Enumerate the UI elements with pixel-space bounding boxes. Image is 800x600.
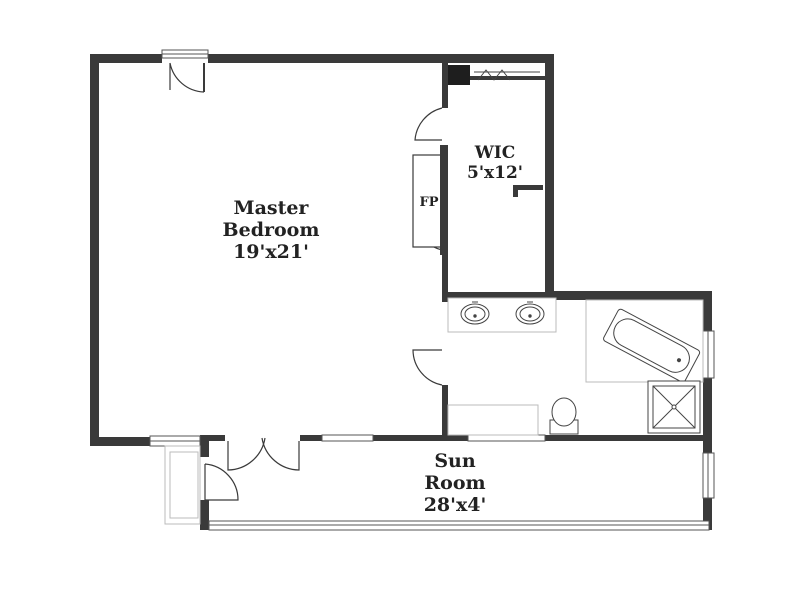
fireplace-outline xyxy=(412,154,446,248)
chimney-block xyxy=(448,65,470,85)
fireplace: FP xyxy=(412,145,448,255)
bath-fixtures xyxy=(447,297,704,436)
wall-sun-top-4 xyxy=(545,435,710,441)
door-sun-right xyxy=(261,437,300,471)
wall-sun-top-2 xyxy=(300,435,322,441)
door-bath xyxy=(412,349,443,386)
wic-name: WIC xyxy=(474,143,516,163)
door-sun-left xyxy=(227,437,266,471)
wic-dims: 5'x12' xyxy=(467,163,523,183)
wall-sun-right xyxy=(703,498,712,530)
wall-wic-right xyxy=(545,54,554,300)
wall-wic-bottom xyxy=(442,292,554,298)
bath-counter xyxy=(447,404,539,436)
wall-top-right xyxy=(208,54,554,63)
wall-left xyxy=(90,54,99,446)
room-labels: Master Bedroom 19'x21' WIC 5'x12' Sun Ro… xyxy=(223,143,523,516)
landing xyxy=(164,445,201,525)
wall-partition-low xyxy=(442,385,448,440)
wall-bath-right-lower xyxy=(703,378,712,453)
doors xyxy=(169,62,443,501)
wall-sun-top-3 xyxy=(373,435,468,441)
window-sun-top-1 xyxy=(321,434,374,442)
sun-room-name-1: Sun xyxy=(434,450,476,472)
master-bedroom-dims: 19'x21' xyxy=(233,241,309,263)
wall-partition-mid xyxy=(442,250,448,302)
wall-bedroom-bottom xyxy=(90,437,150,446)
sun-room-name-2: Room xyxy=(424,472,485,494)
wall-bath-top xyxy=(545,291,712,300)
wic-shelf-zigzag xyxy=(477,69,511,81)
door-top xyxy=(169,62,205,93)
wall-sun-left-lower xyxy=(200,500,209,530)
exterior-walls xyxy=(90,54,712,530)
window-sun-top-2 xyxy=(467,434,546,442)
door-wic-upper xyxy=(414,107,443,141)
wall-sun-top-1 xyxy=(200,435,225,441)
master-bedroom-name-2: Bedroom xyxy=(223,219,320,241)
door-exterior xyxy=(204,463,239,501)
sun-room-dims: 28'x4' xyxy=(424,494,487,516)
interior-walls xyxy=(200,63,710,441)
wall-sun-left-upper xyxy=(200,437,209,457)
wall-top-left xyxy=(90,54,162,63)
exterior-landing xyxy=(164,445,201,525)
fireplace-label: FP xyxy=(419,195,438,210)
wic-fixtures xyxy=(448,65,540,85)
wall-partition-top xyxy=(442,63,448,108)
toilet-bowl xyxy=(551,397,577,427)
master-bedroom-name-1: Master xyxy=(234,197,310,219)
wall-bath-right-upper xyxy=(703,291,712,331)
windows xyxy=(149,49,715,531)
wall-wic-top-inner xyxy=(448,76,545,80)
wall-wic-stub-v xyxy=(513,185,518,197)
wall-wic-stub xyxy=(513,185,543,190)
